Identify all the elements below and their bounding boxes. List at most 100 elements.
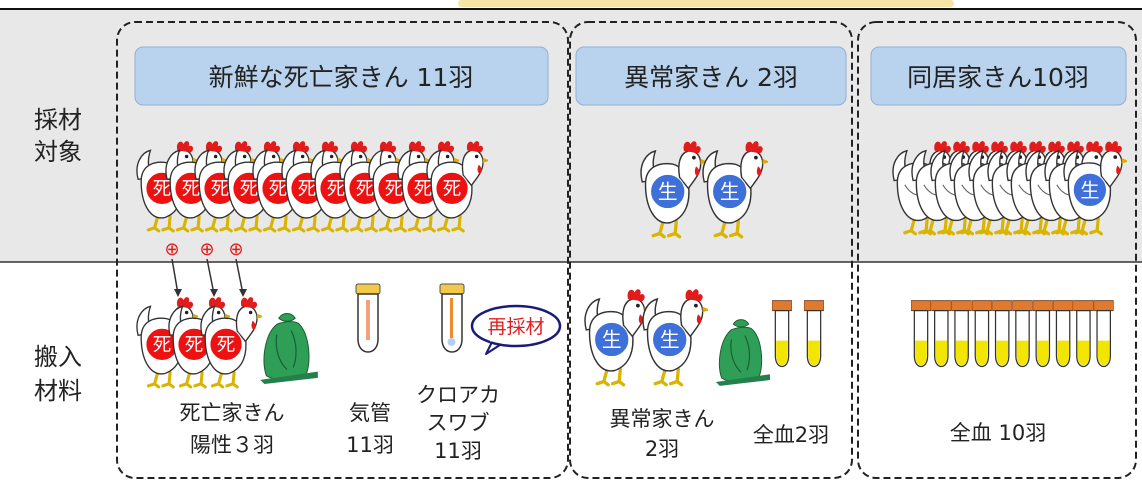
blood-tube [1053,299,1074,368]
group-title-cohabiting-text: 同居家きん10羽 [907,63,1089,92]
blood-tube [1012,299,1033,368]
trachea-swab-stick [366,300,370,340]
status-badge [1072,172,1108,208]
group-title-dead-text: 新鮮な死亡家きん 11羽 [209,63,474,92]
status-badge-label: 死 [182,179,201,200]
dead-positive-chickens: 死死死 [136,296,262,389]
status-badge-label: 死 [153,335,172,356]
status-badge-label: 死 [298,179,317,200]
status-badge-label: 死 [385,179,404,200]
row-label-submitted: 搬入 材料 [34,343,82,405]
positive-arrowhead [174,289,182,297]
abnormal-submitted-chickens: 生生 [584,288,708,387]
cloaca-swab-tip [447,338,456,346]
dead-positive-chicken: 死 [136,296,198,389]
material-label-blood2: 全血2羽 [753,423,829,447]
abnormal-submitted-chicken: 生 [642,288,708,387]
row-label-submitted-line1: 搬入 [34,343,82,371]
top-banner [458,0,954,7]
material-label-line: 11羽 [434,439,482,463]
positive-arrowhead [239,289,247,297]
status-badge-label: 生 [602,329,622,352]
positive-marker: ⊕ [164,239,179,260]
status-badge-label: 死 [153,179,172,200]
dead-positive-chicken: 死 [200,296,262,389]
material-label-trachea: 気管 11羽 [346,401,394,457]
blood-tube [1073,299,1094,368]
blood-tubes-cohabiting [911,299,1114,368]
status-badge [712,173,748,210]
status-badge-label: 死 [240,179,259,200]
blood-tube [951,299,972,368]
abnormal-submitted-chicken: 生 [584,288,650,387]
status-badge [209,327,243,361]
positive-marker: ⊕ [228,239,243,260]
blood-tube [971,299,992,368]
status-badge-label: 死 [443,179,462,200]
group-title-cohabiting: 同居家きん10羽 [870,46,1127,106]
disposal-bag-dead [259,312,318,384]
status-badge-label: 生 [660,329,680,352]
status-badge-label: 死 [414,179,433,200]
status-badge [652,321,688,358]
status-badge-label: 死 [217,335,236,356]
abnormal-chicken: 生 [702,140,768,239]
cohabiting-chicken: 生 [1063,140,1127,236]
status-badge-label: 死 [211,179,230,200]
status-badge-label: 生 [1080,179,1099,202]
group-title-abnormal: 異常家きん 2羽 [575,46,847,106]
status-badge-label: 生 [658,181,678,204]
blood-tube [992,299,1013,368]
status-badge-label: 死 [356,179,375,200]
group-cohabiting-outline [857,21,1137,479]
material-label-line: 気管 [349,401,391,425]
resample-label: 再採材 [487,316,544,338]
group-abnormal-outline [569,21,853,479]
cloaca-swab-stick [450,298,453,338]
material-label-blood10: 全血 10羽 [950,421,1046,445]
status-badge-label: 生 [720,181,740,204]
status-badge-label: 死 [269,179,288,200]
dead-chicken: 死 [426,140,488,233]
positive-markers: ⊕ ⊕ ⊕ [164,239,247,297]
abnormal-chicken: 生 [640,140,706,239]
blood-tube [804,299,824,368]
resample-callout: 再採材 [470,304,562,355]
status-badge-label: 死 [185,335,204,356]
flock-abnormal-chickens: 生生 [640,140,768,239]
material-label-line: 死亡家きん [180,401,285,425]
material-label-line: 2羽 [645,437,679,461]
row-label-submitted-line2: 材料 [34,377,82,405]
material-label-line: スワブ [427,411,490,435]
group-title-dead: 新鮮な死亡家きん 11羽 [134,46,549,106]
positive-arrowhead [210,289,218,297]
positive-marker: ⊕ [199,239,214,260]
blood-tubes-abnormal [772,299,824,368]
material-label-line: 陽性３羽 [190,433,274,457]
flock-cohabiting-chickens: 生 [892,140,1127,236]
material-label-line: クロアカ [416,383,500,407]
group-title-abnormal-text: 異常家きん 2羽 [624,63,798,92]
status-badge [650,173,686,210]
positive-arrow [206,258,215,295]
material-label-line: 全血 10羽 [950,421,1046,445]
dead-positive-chicken: 死 [168,296,230,389]
material-label-line: 全血2羽 [753,423,829,447]
material-label-line: 11羽 [346,433,394,457]
blood-tube [911,299,931,368]
blood-tube [1032,299,1053,368]
row-label-sampling-line2: 対象 [34,138,82,166]
flock-dead-chickens: 死死死死死死死死死死死 [136,140,488,233]
status-badge [435,171,469,205]
disposal-bag-abnormal [715,319,770,386]
status-badge-label: 死 [327,179,346,200]
positive-arrow [235,258,244,295]
blood-tube [772,299,792,368]
blood-tube [931,299,952,368]
group-dead-outline [116,21,569,479]
row-label-sampling: 採材 対象 [34,106,82,166]
